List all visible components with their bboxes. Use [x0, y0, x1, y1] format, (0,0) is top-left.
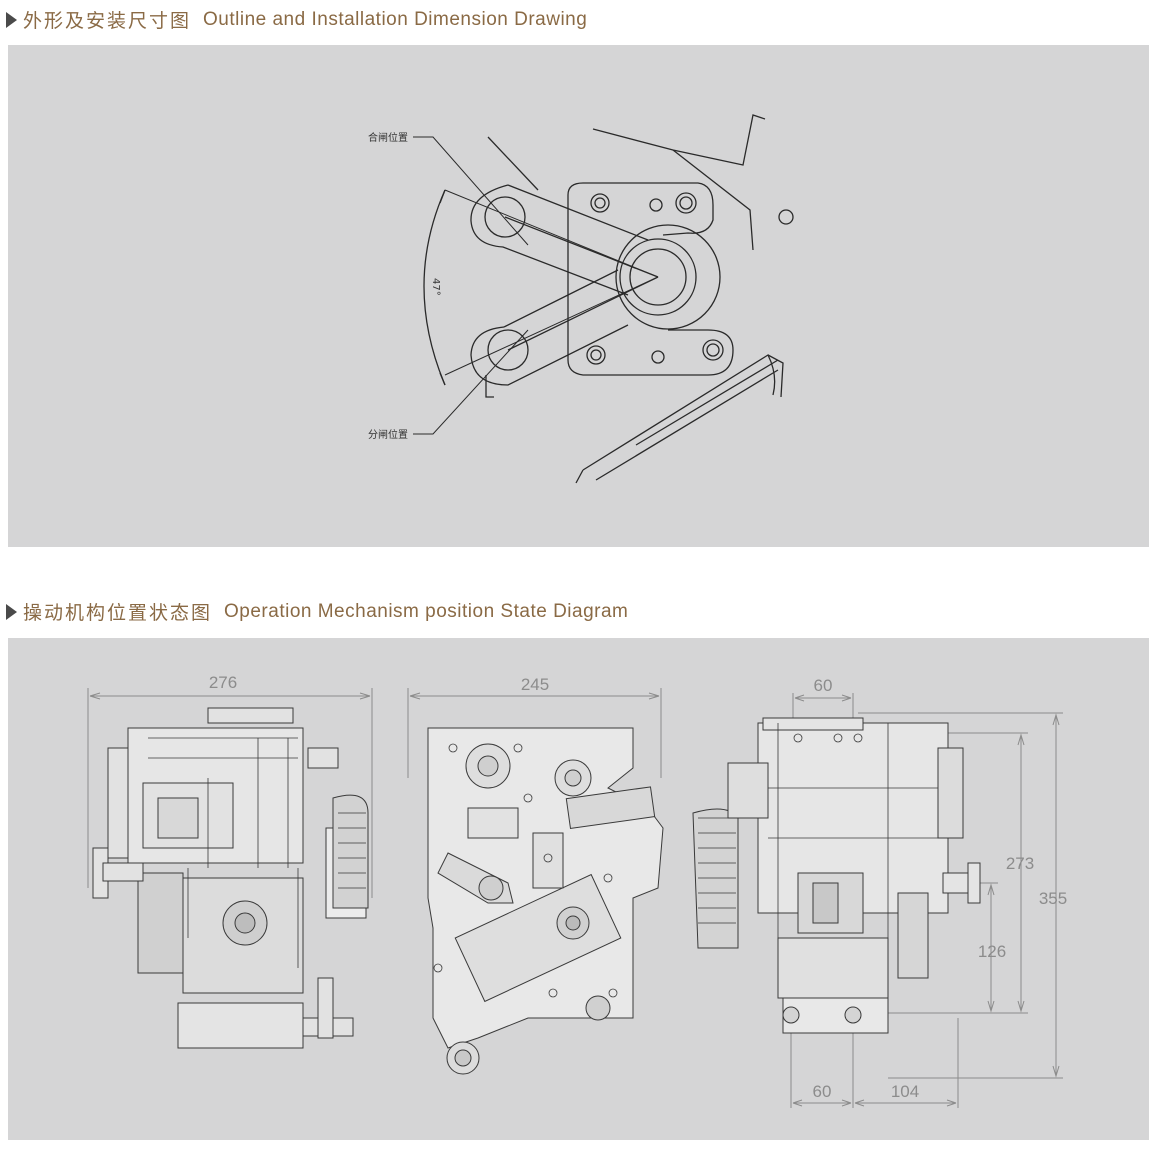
view2-width-dimension: 245: [521, 675, 549, 694]
outline-drawing: 合闸位置 分闸位置 47°: [368, 114, 794, 484]
section1-title-en: Outline and Installation Dimension Drawi…: [203, 8, 588, 30]
section1-heading: 外形及安装尺寸图 Outline and Installation Dimens…: [6, 6, 587, 33]
triangle-bullet-icon: [6, 603, 17, 620]
view3-height-dimension-126: 126: [978, 942, 1006, 961]
outline-drawing-panel: 合闸位置 分闸位置 47°: [8, 45, 1149, 547]
section1-title-zh: 外形及安装尺寸图: [23, 10, 192, 32]
view3-height-dimension-355: 355: [1039, 889, 1067, 908]
view3-bottom-dimension-104: 104: [891, 1082, 919, 1101]
view3-bottom-dimension-60: 60: [813, 1082, 832, 1101]
mechanism-diagram-panel: 276: [8, 638, 1149, 1140]
section2-heading: 操动机构位置状态图 Operation Mechanism position S…: [6, 598, 628, 625]
mechanism-view-3: 60 273 355 126 60 104: [692, 676, 1067, 1108]
section2-title-en: Operation Mechanism position State Diagr…: [224, 600, 629, 622]
closed-position-label: 合闸位置: [368, 131, 408, 144]
view1-width-dimension: 276: [209, 673, 237, 692]
angle-label: 47°: [430, 278, 441, 296]
view3-height-dimension-273: 273: [1006, 854, 1034, 873]
section2-title-zh: 操动机构位置状态图: [23, 602, 213, 624]
view3-top-dimension: 60: [814, 676, 833, 695]
mechanism-view-2: 245: [407, 675, 664, 1075]
triangle-bullet-icon: [6, 11, 17, 28]
open-position-label: 分闸位置: [368, 428, 408, 441]
mechanism-view-1: 276: [87, 673, 373, 1049]
mechanism-diagram: 276: [87, 673, 1067, 1108]
